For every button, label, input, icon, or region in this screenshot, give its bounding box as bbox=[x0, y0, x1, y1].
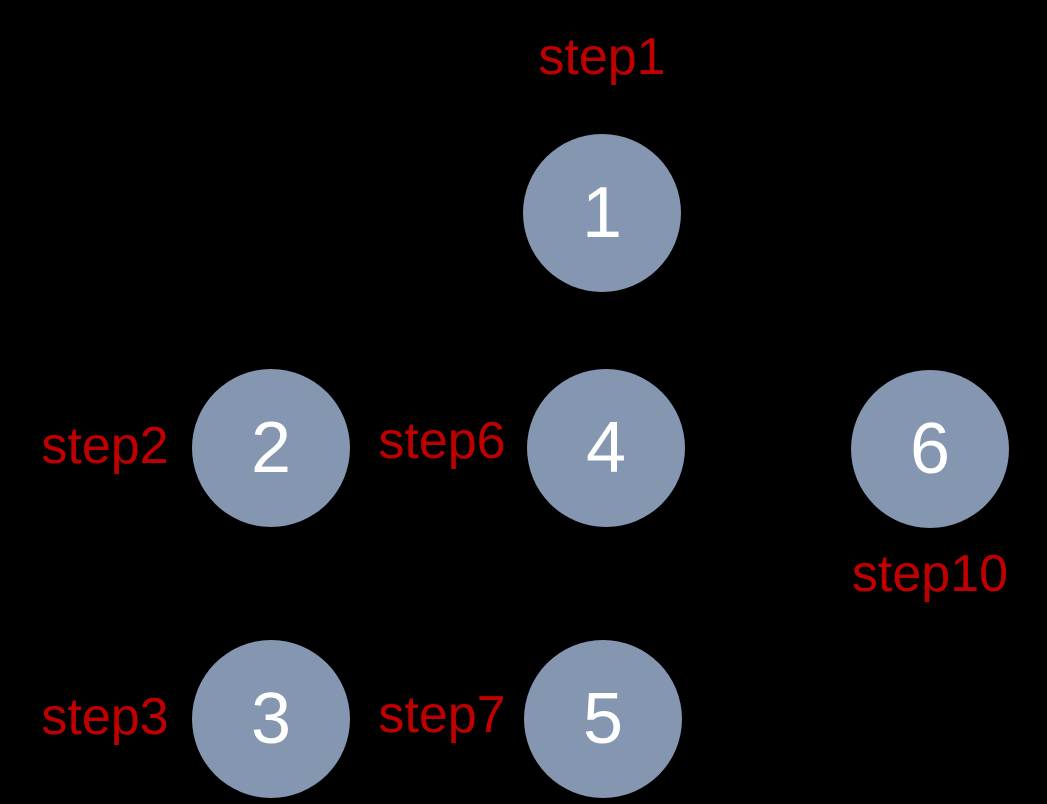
node-1: 1 bbox=[523, 134, 681, 292]
node-1-value: 1 bbox=[581, 173, 623, 253]
step-label-step2: step2 bbox=[41, 417, 169, 475]
step-label-step10: step10 bbox=[851, 545, 1009, 603]
node-5: 5 bbox=[524, 640, 682, 798]
node-4: 4 bbox=[527, 369, 685, 527]
node-2-value: 2 bbox=[250, 408, 292, 488]
node-4-value: 4 bbox=[585, 408, 627, 488]
node-2: 2 bbox=[192, 369, 350, 527]
step-label-step6: step6 bbox=[378, 412, 506, 470]
step-label-step1: step1 bbox=[538, 28, 666, 86]
step-label-step7: step7 bbox=[378, 686, 506, 744]
node-3-value: 3 bbox=[250, 679, 292, 759]
step-label-step3: step3 bbox=[41, 688, 169, 746]
node-6-value: 6 bbox=[909, 409, 951, 489]
node-6: 6 bbox=[851, 370, 1009, 528]
node-5-value: 5 bbox=[582, 679, 624, 759]
node-3: 3 bbox=[192, 640, 350, 798]
